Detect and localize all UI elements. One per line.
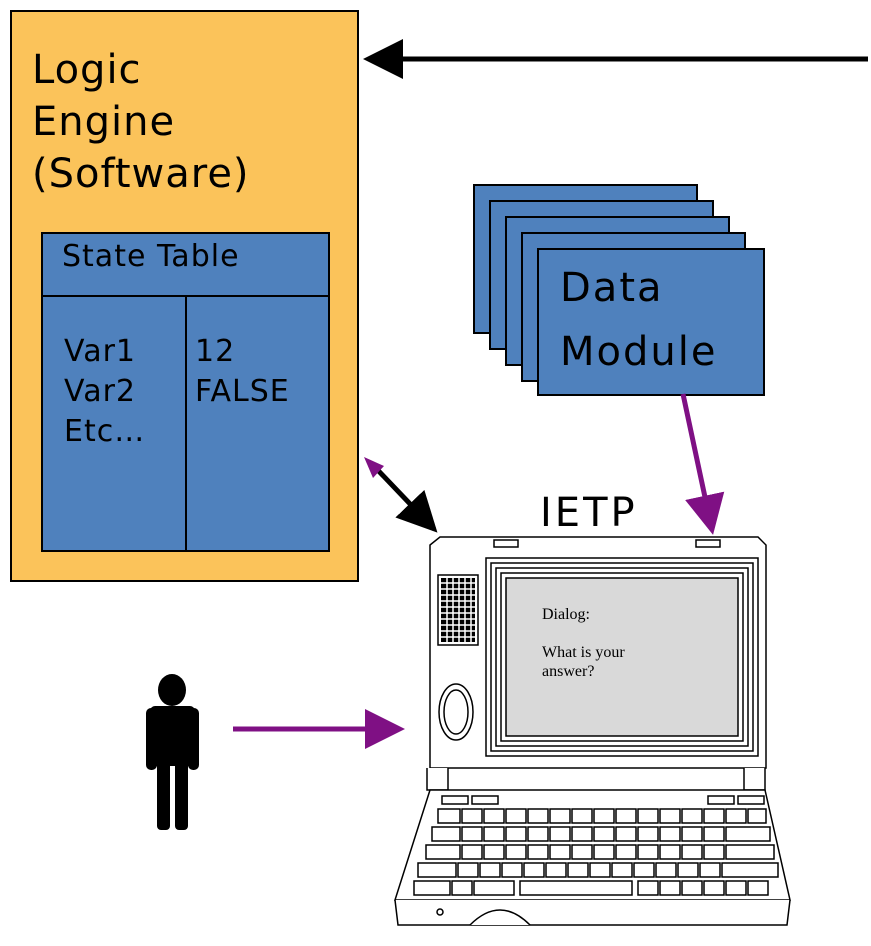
data-module-card-front <box>537 248 765 396</box>
var-value: 12 <box>195 334 236 369</box>
laptop-screen-dialog: Dialog: What is your answer? <box>542 605 682 681</box>
var-name: Var1 <box>64 334 136 369</box>
dialog-prompt-line: answer? <box>542 663 595 680</box>
ietp-label: IETP <box>540 490 638 536</box>
state-table-column-divider <box>185 295 187 552</box>
laptop-icon <box>393 536 791 926</box>
state-table-names-column: Var1 Var2 Etc… <box>64 332 145 452</box>
module-ietp-arrow <box>680 393 725 535</box>
var-name: Etc… <box>64 414 146 449</box>
var-name: Var2 <box>64 374 136 409</box>
engine-ietp-arrow <box>370 462 438 533</box>
dialog-heading: Dialog: <box>542 606 590 623</box>
state-table-title: State Table <box>62 239 240 274</box>
dialog-spacer <box>542 624 682 643</box>
engine-title-line-1: Logic <box>32 47 142 93</box>
state-table-values-column: 12 FALSE <box>195 332 290 412</box>
var-value: FALSE <box>195 374 290 409</box>
data-module-line-2: Module <box>560 329 718 375</box>
engine-title-line-2: Engine <box>32 99 176 145</box>
person-icon <box>146 674 199 830</box>
logic-engine-title: Logic Engine (Software) <box>32 44 250 200</box>
data-module-label: Data Module <box>560 256 717 384</box>
dialog-prompt-line: What is your <box>542 644 625 661</box>
data-module-line-1: Data <box>560 265 664 311</box>
engine-title-line-3: (Software) <box>32 151 250 197</box>
engine-ietp-return-arrowhead <box>364 457 384 478</box>
